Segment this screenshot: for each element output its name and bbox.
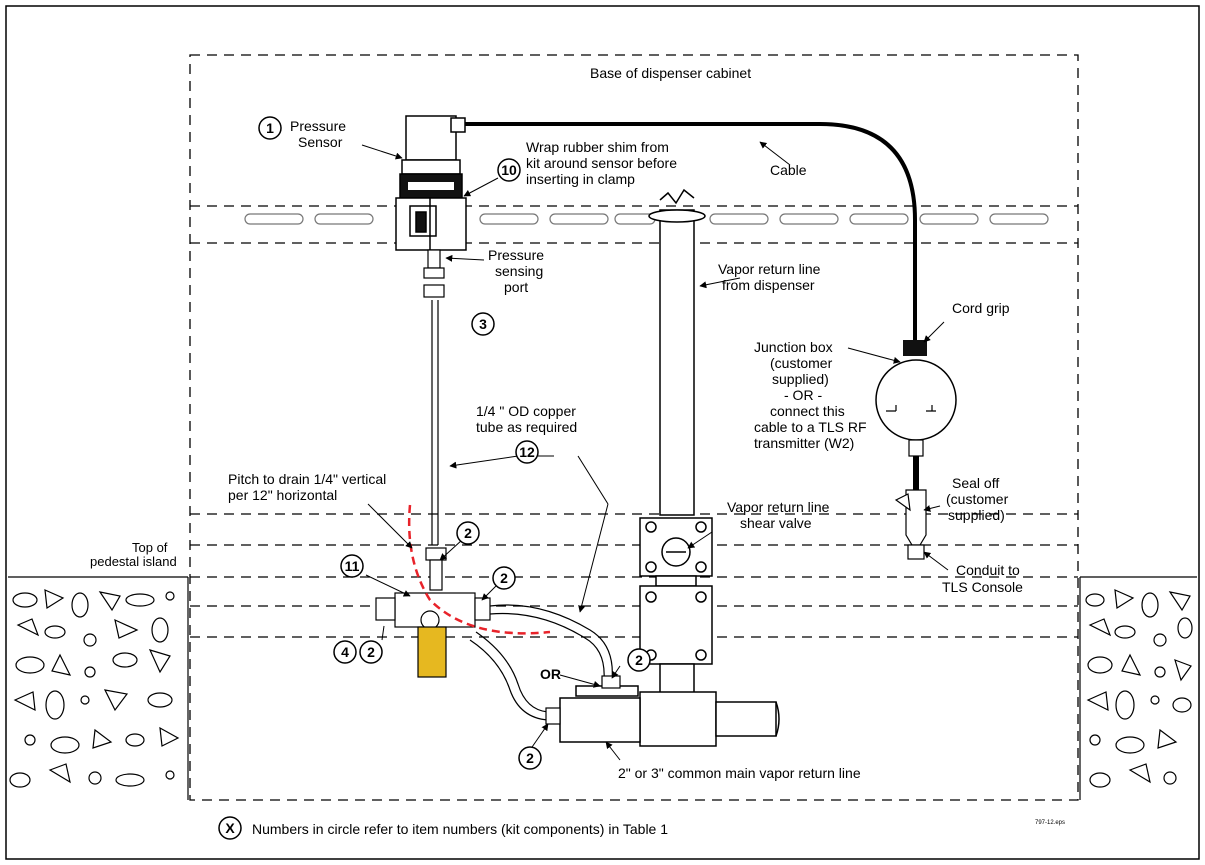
copper-label-2: tube as required	[476, 419, 577, 435]
svg-text:10: 10	[501, 162, 517, 178]
junction-label-1: Junction box	[754, 339, 833, 355]
file-ref: 797-12.eps	[1035, 820, 1065, 826]
junction-label-3: supplied)	[772, 371, 829, 387]
vapor-return-line	[639, 188, 713, 695]
cabinet-outline	[189, 54, 1079, 801]
svg-text:2: 2	[367, 644, 375, 660]
svg-text:12: 12	[519, 444, 535, 460]
svg-text:2: 2	[464, 525, 472, 541]
callout-2e: 2	[518, 746, 542, 770]
cord-grip-label: Cord grip	[952, 300, 1010, 316]
seal-label-2: (customer	[946, 491, 1009, 507]
seal-label-3: supplied)	[948, 507, 1005, 523]
wrap-note-2: kit around sensor before	[526, 155, 677, 171]
callout-2d: 2	[627, 648, 651, 672]
junction-label-5: connect this	[770, 403, 845, 419]
callout-4: 4	[333, 640, 357, 664]
junction-label-7: transmitter (W2)	[754, 435, 854, 451]
page-border	[5, 5, 1200, 860]
svg-text:11: 11	[345, 558, 360, 574]
channel-row	[244, 213, 1049, 225]
sensor-cable	[465, 122, 917, 340]
svg-text:1: 1	[266, 120, 274, 136]
vapor-return-label-2: from dispenser	[722, 277, 815, 293]
pressure-sensor	[395, 115, 467, 251]
junction-label-6: cable to a TLS RF	[754, 419, 867, 435]
wrap-note-1: Wrap rubber shim from	[526, 139, 669, 155]
main-line-label: 2" or 3" common main vapor return line	[618, 765, 861, 781]
svg-text:2: 2	[500, 570, 508, 586]
svg-text:2: 2	[526, 750, 534, 766]
conduit-label-2: TLS Console	[942, 579, 1023, 595]
fitting-side-main	[545, 707, 561, 725]
cabinet-label: Base of dispenser cabinet	[590, 65, 751, 81]
junction-label-4: - OR -	[784, 387, 822, 403]
callout-2b: 2	[492, 566, 516, 590]
junction-label-2: (customer	[770, 355, 833, 371]
pitch-label-2: per 12" horizontal	[228, 487, 337, 503]
seal-label-1: Seal off	[952, 475, 999, 491]
sensing-port-label-1: Pressure	[488, 247, 544, 263]
svg-text:Numbers in circle refer to ite: Numbers in circle refer to item numbers …	[252, 821, 668, 837]
top-island-label-2: pedestal island	[90, 554, 177, 569]
callout-1: 1	[258, 116, 282, 140]
callout-2a: 2	[456, 521, 480, 545]
svg-text:2: 2	[635, 652, 643, 668]
wrap-note-3: inserting in clamp	[526, 171, 635, 187]
svg-text:X: X	[225, 820, 235, 836]
copper-tubes	[469, 604, 613, 721]
legend: X Numbers in circle refer to item number…	[218, 816, 668, 840]
dashed-levels	[190, 205, 1078, 638]
copper-label-1: 1/4 " OD copper	[476, 403, 576, 419]
shear-label-1: Vapor return line	[727, 499, 830, 515]
callout-12: 12	[515, 440, 539, 464]
main-vapor-tee	[559, 685, 780, 747]
vapor-return-label-1: Vapor return line	[718, 261, 821, 277]
sensor-port-tube	[423, 249, 445, 545]
tee-assembly	[375, 547, 491, 678]
fitting-top-main	[601, 675, 621, 689]
leader-lines	[361, 141, 949, 761]
shear-label-2: shear valve	[740, 515, 812, 531]
sensing-port-label-2: sensing	[495, 263, 543, 279]
pressure-sensor-label: Pressure	[290, 118, 346, 134]
cable-label: Cable	[770, 162, 807, 178]
or-label: OR	[540, 666, 561, 682]
callout-3: 3	[471, 312, 495, 336]
pressure-sensor-label-2: Sensor	[298, 134, 343, 150]
sensing-port-label-3: port	[504, 279, 528, 295]
cord-grip	[903, 340, 927, 356]
pitch-label-1: Pitch to drain 1/4" vertical	[228, 471, 386, 487]
top-island-label-1: Top of	[132, 540, 168, 555]
callout-2c: 2	[359, 640, 383, 664]
junction-box	[875, 359, 957, 441]
callout-11: 11	[340, 554, 364, 578]
callout-10: 10	[497, 158, 521, 182]
callouts: 1 10 3 12 2 11 2 4 2 2 2	[258, 116, 651, 770]
conduit-label-1: Conduit to	[956, 562, 1020, 578]
svg-text:3: 3	[479, 316, 487, 332]
pitch-drain-line	[407, 504, 551, 635]
concrete-right	[1079, 576, 1197, 800]
concrete-left	[8, 576, 189, 800]
svg-text:4: 4	[341, 644, 349, 660]
